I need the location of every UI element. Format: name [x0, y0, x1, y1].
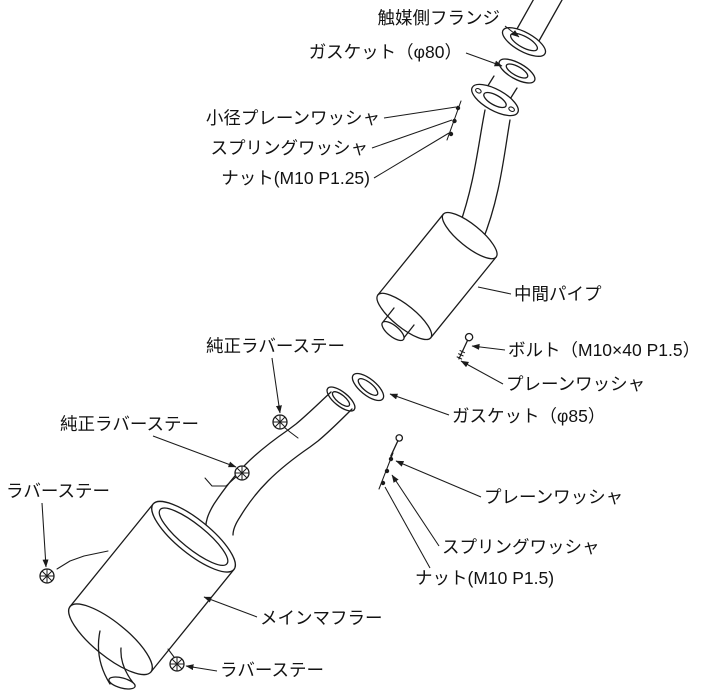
rubber-grommet-1	[272, 414, 288, 430]
leader-gasket-85	[389, 393, 450, 416]
plain-washer-dot-lower	[388, 456, 394, 462]
label-gasket-80: ガスケット（φ80）	[309, 42, 462, 62]
leader-nut-upper	[373, 132, 450, 179]
label-rubber-stay-left: ラバーステー	[6, 481, 110, 501]
leader-gasket-80	[465, 52, 503, 67]
callout-labels: 触媒側フランジ ガスケット（φ80） 小径プレーンワッシャ スプリングワッシャ …	[6, 8, 700, 680]
label-spring-washer-lower: スプリングワッシャ	[442, 537, 600, 557]
label-center-pipe: 中間パイプ	[514, 284, 602, 304]
spring-washer-dot-lower	[384, 468, 390, 474]
leader-main-muffler	[203, 596, 258, 618]
tail-opening-ring	[108, 676, 136, 690]
nut-dot-lower	[380, 480, 386, 486]
leader-oem-stay-upper	[271, 357, 282, 414]
rear-flange-ring	[326, 386, 356, 412]
leader-catalyst-flange	[504, 25, 520, 38]
label-rubber-stay-bottom: ラバーステー	[220, 660, 324, 680]
bolt-icon-lower	[390, 434, 404, 457]
label-spring-washer-upper: スプリングワッシャ	[211, 138, 369, 158]
label-oem-rubber-stay-lower: 純正ラバーステー	[60, 414, 199, 434]
nut-dot-upper	[448, 131, 454, 137]
label-plain-washer-lower: プレーンワッシャ	[484, 487, 623, 507]
label-oem-rubber-stay-upper: 純正ラバーステー	[206, 336, 345, 356]
front-pipe	[458, 109, 511, 243]
leader-center-pipe	[477, 286, 512, 295]
leader-rubber-stay-bottom	[185, 664, 218, 672]
gasket-80-ring	[498, 58, 536, 84]
rubber-grommet-4	[169, 656, 185, 672]
stay-wire-4	[167, 648, 175, 658]
label-plain-washer-upper: プレーンワッシャ	[506, 374, 645, 394]
center-pipe-resonator	[376, 211, 498, 341]
callout-leaders	[41, 25, 520, 672]
label-small-plain-washer: 小径プレーンワッシャ	[206, 108, 380, 128]
leader-spring-washer-upper	[371, 119, 453, 149]
small-plain-washer-dot	[455, 105, 461, 111]
label-main-muffler: メインマフラー	[260, 608, 383, 628]
flange-plate	[471, 83, 519, 117]
label-bolt: ボルト（M10×40 P1.5）	[508, 340, 700, 360]
rubber-grommet-2	[234, 465, 250, 481]
leader-oem-stay-lower	[152, 435, 237, 468]
leader-spring-washer-lower	[391, 474, 440, 547]
label-gasket-85: ガスケット（φ85）	[452, 406, 605, 426]
stay-wire-1	[283, 426, 299, 439]
pipe-end-ring	[381, 320, 405, 342]
label-nut-upper: ナット(M10 P1.25)	[221, 168, 370, 188]
leader-small-plain-washer	[383, 106, 457, 119]
leader-nut-lower	[384, 486, 431, 569]
leader-rubber-stay-left	[41, 502, 49, 568]
rubber-grommet-3	[39, 568, 55, 584]
rear-pipe	[205, 391, 353, 536]
leader-plain-washer-lower	[395, 460, 482, 498]
leader-bolt	[471, 343, 506, 351]
label-nut-lower: ナット(M10 P1.5)	[415, 568, 554, 588]
diagram-line-art	[39, 0, 563, 690]
bolt-icon	[456, 332, 474, 360]
leader-plain-washer-upper	[460, 360, 504, 385]
stay-wire-3	[56, 550, 109, 570]
main-muffler-body	[68, 500, 236, 676]
label-catalyst-flange: 触媒側フランジ	[378, 8, 501, 28]
catalyst-side-pipe	[512, 0, 563, 49]
lower-stud-hardware	[378, 452, 394, 490]
gasket-85-ring	[351, 372, 385, 402]
resonator-outlet-stub	[382, 307, 415, 340]
spring-washer-dot-upper	[452, 118, 457, 124]
upper-stud-hardware	[446, 100, 462, 141]
stay-wire-2	[204, 476, 237, 487]
catalyst-flange-ring	[501, 27, 547, 57]
